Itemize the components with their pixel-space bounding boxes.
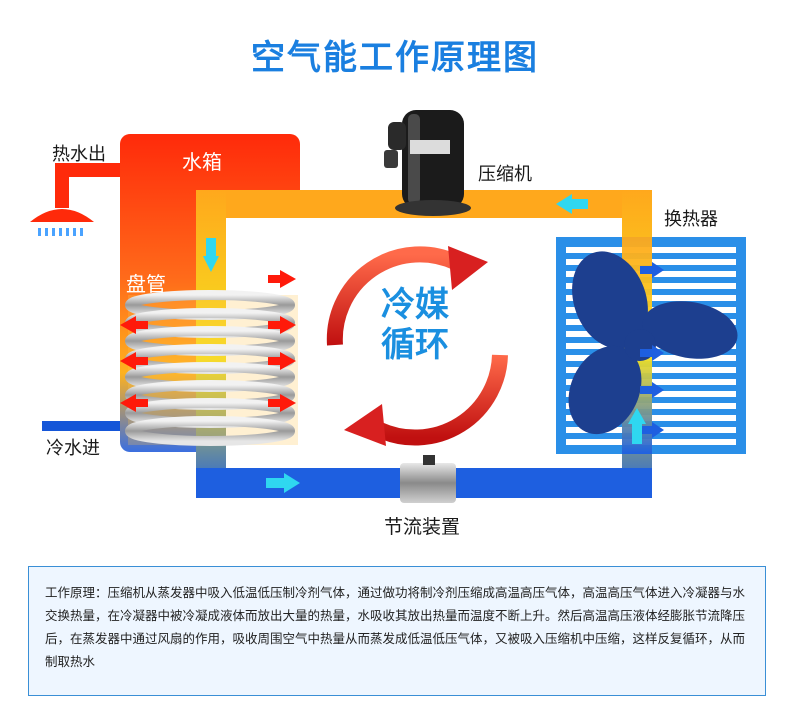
cold-water-inlet-pipe bbox=[42, 421, 130, 431]
heat-arrows bbox=[120, 270, 296, 412]
water-tank-label: 水箱 bbox=[182, 150, 222, 174]
cycle-arrows-icon bbox=[326, 246, 508, 446]
compressor-label: 压缩机 bbox=[478, 164, 532, 185]
principle-description: 工作原理：压缩机从蒸发器中吸入低温低压制冷剂气体，通过做功将制冷剂压缩成高温高压… bbox=[28, 566, 766, 696]
coil-label: 盘管 bbox=[126, 272, 166, 296]
heat-exchanger-label: 换热器 bbox=[664, 209, 718, 230]
coil bbox=[125, 290, 298, 446]
heat-pump-diagram bbox=[30, 110, 746, 503]
refrigerant-cycle-line1: 冷媒 bbox=[381, 285, 449, 325]
refrigerant-cycle-label: 冷媒 循环 bbox=[360, 285, 470, 365]
throttle-device-icon bbox=[400, 455, 456, 503]
page-title: 空气能工作原理图 bbox=[251, 38, 539, 78]
flow-arrows bbox=[203, 194, 646, 493]
cold-water-in-label: 冷水进 bbox=[46, 438, 100, 459]
fan-icon bbox=[568, 251, 738, 435]
compressor-icon bbox=[384, 110, 471, 216]
refrigerant-cycle-line2: 循环 bbox=[381, 325, 449, 365]
shower-head-icon bbox=[30, 209, 94, 222]
hot-water-outlet bbox=[30, 163, 125, 236]
water-drops-icon bbox=[38, 228, 83, 236]
airflow-arrows bbox=[640, 262, 664, 438]
throttle-label: 节流装置 bbox=[384, 516, 461, 538]
hot-water-out-label: 热水出 bbox=[52, 144, 106, 165]
